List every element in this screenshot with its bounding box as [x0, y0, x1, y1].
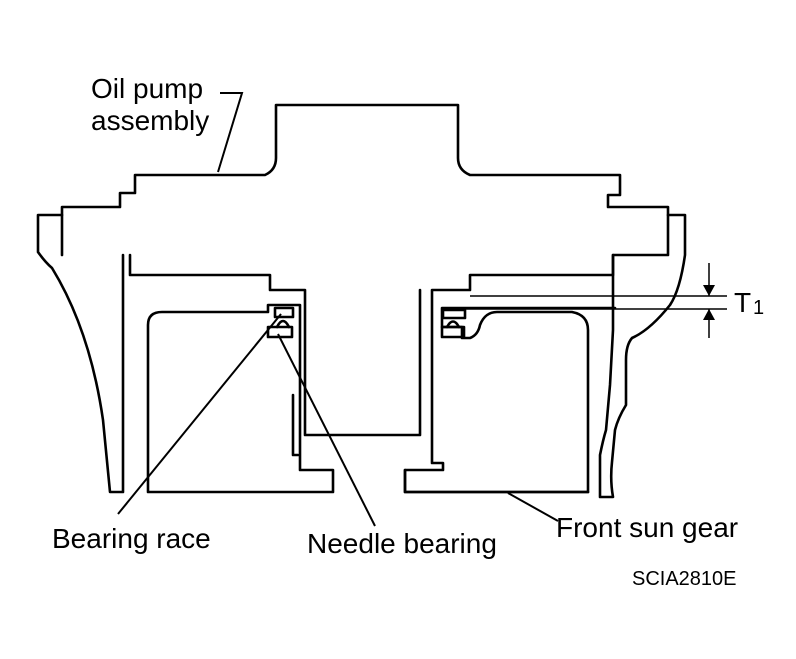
needle-bearing-leader-line — [277, 333, 376, 527]
right-bearing-race — [441, 308, 467, 320]
right-needle-roller — [445, 320, 461, 329]
oil-pump-leader-line — [217, 92, 244, 173]
front-sun-gear-label: Front sun gear — [556, 512, 738, 543]
left-sleeve — [291, 393, 300, 457]
left-bearing-race — [273, 306, 295, 319]
needle-bearing-label: Needle bearing — [307, 528, 497, 559]
dimension-t1-lower-arrowhead — [703, 309, 715, 320]
front-sun-gear-outline — [403, 468, 590, 494]
oil-pump-assembly-label-line2: assembly — [91, 105, 209, 136]
right-needle-bearing-race — [440, 325, 466, 339]
oil-pump-assembly-outline — [60, 103, 670, 494]
front-sun-gear-leader-line — [507, 492, 559, 522]
left-housing-inner — [146, 303, 335, 494]
dimension-t1-subscript: 1 — [753, 297, 764, 319]
oil-pump-assembly-label-line1: Oil pump — [91, 73, 203, 104]
dimension-t1-upper-arrowhead — [703, 285, 715, 296]
left-needle-bearing-race — [266, 325, 294, 339]
dimension-t1-letter: T — [734, 287, 751, 318]
bearing-race-label: Bearing race — [52, 523, 211, 554]
oil-pump-inner-hub — [128, 253, 422, 437]
left-housing-outline — [36, 213, 125, 494]
bearing-race-leader-line — [117, 313, 282, 515]
right-housing-outline — [598, 213, 687, 499]
left-needle-roller — [275, 319, 291, 329]
figure-code-label: SCIA2810E — [632, 568, 737, 590]
